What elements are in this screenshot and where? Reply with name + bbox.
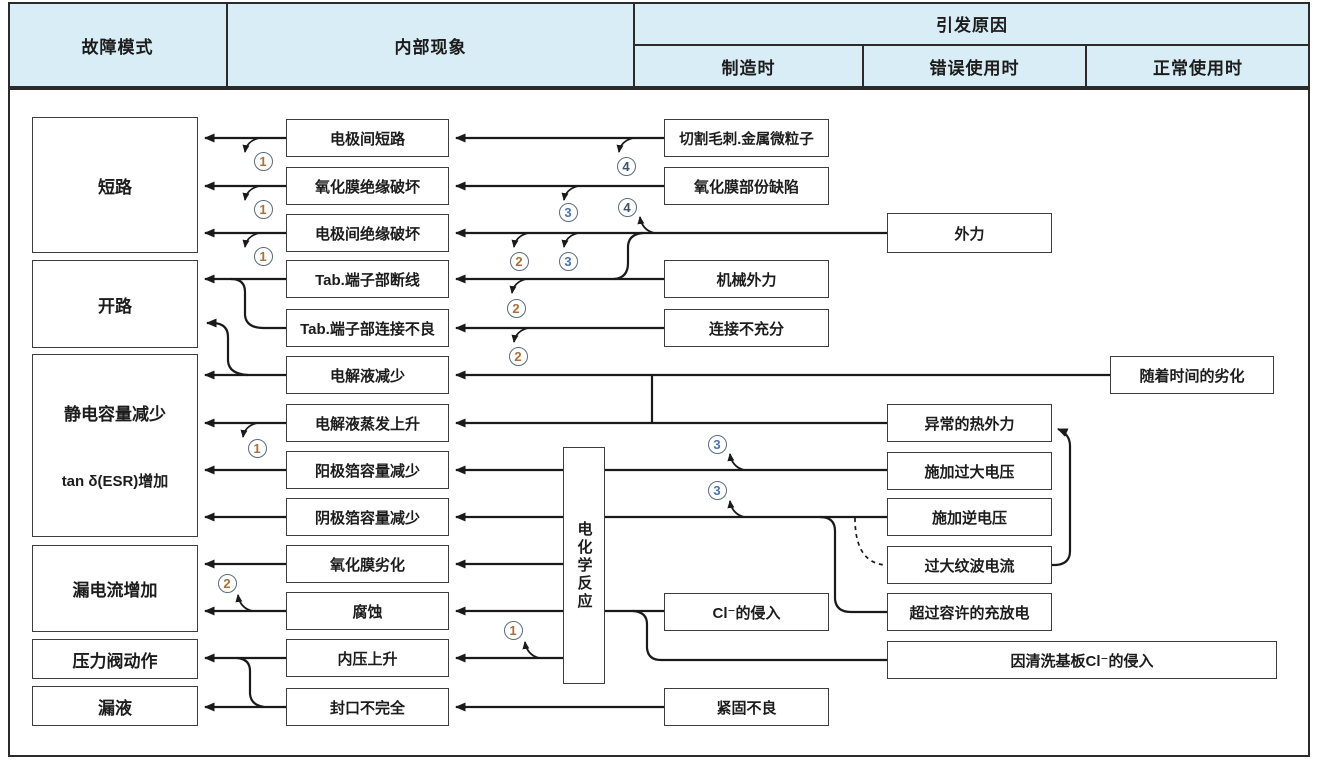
box-overvoltage: 施加过大电压 (887, 452, 1052, 490)
box-internal-pressure-rise: 内压上升 (286, 639, 449, 677)
marker-3: 3 (707, 434, 727, 454)
marker-1: 1 (253, 151, 273, 171)
box-electrolyte-evaporation: 电解液蒸发上升 (286, 404, 449, 442)
box-excess-ripple: 过大纹波电流 (887, 546, 1052, 584)
marker-4: 4 (616, 156, 636, 176)
marker-4: 4 (617, 197, 637, 217)
header-when-misuse: 错误使用时 (863, 45, 1086, 88)
box-insufficient-connection: 连接不充分 (664, 309, 829, 347)
label-capacitance-decrease: 静电容量减少 (64, 405, 166, 424)
box-short-circuit: 短路 (32, 117, 198, 253)
box-board-cleaning-cl: 因清洗基板Cl⁻的侵入 (887, 641, 1277, 679)
box-capacitance-decrease: 静电容量减少 tan δ(ESR)增加 (32, 354, 198, 537)
marker-2: 2 (506, 298, 526, 318)
marker-2: 2 (217, 573, 237, 593)
box-oxide-insulation-break: 氧化膜绝缘破坏 (286, 167, 449, 205)
box-electrochemical-reaction: 电化学反应 (563, 447, 605, 684)
marker-2: 2 (508, 346, 528, 366)
marker-2: 2 (509, 251, 529, 271)
header-fault-mode: 故障模式 (8, 2, 227, 88)
box-oxide-partial-defect: 氧化膜部份缺陷 (664, 167, 829, 205)
box-cl-invasion: Cl⁻的侵入 (664, 593, 829, 631)
box-cutting-burr: 切割毛刺.金属微粒子 (664, 119, 829, 157)
box-electrolyte-decrease: 电解液减少 (286, 356, 449, 394)
box-cathode-foil-capacity: 阴极箔容量减少 (286, 498, 449, 536)
box-seal-incomplete: 封口不完全 (286, 688, 449, 726)
marker-3: 3 (558, 251, 578, 271)
box-pressure-valve: 压力阀动作 (32, 639, 198, 679)
box-tab-bad-connection: Tab.端子部连接不良 (286, 309, 449, 347)
marker-1: 1 (253, 199, 273, 219)
box-electrode-short: 电极间短路 (286, 119, 449, 157)
box-mechanical-force: 机械外力 (664, 260, 829, 298)
box-corrosion: 腐蚀 (286, 592, 449, 630)
box-anode-foil-capacity: 阳极箔容量减少 (286, 451, 449, 489)
box-time-degradation: 随着时间的劣化 (1110, 356, 1274, 394)
box-electrode-insulation-break: 电极间绝缘破坏 (286, 214, 449, 252)
header-trigger-cause: 引发原因 (634, 2, 1310, 45)
header-internal-phenomenon: 内部现象 (227, 2, 634, 88)
box-oxide-degradation: 氧化膜劣化 (286, 545, 449, 583)
box-abnormal-heat: 异常的热外力 (887, 404, 1052, 442)
marker-1: 1 (253, 246, 273, 266)
box-open-circuit: 开路 (32, 260, 198, 348)
marker-1: 1 (503, 620, 523, 640)
box-liquid-leak: 漏液 (32, 686, 198, 726)
box-leakage-current: 漏电流增加 (32, 545, 198, 632)
box-external-force: 外力 (887, 213, 1052, 253)
box-reverse-voltage: 施加逆电压 (887, 498, 1052, 536)
box-over-charge-discharge: 超过容许的充放电 (887, 593, 1052, 631)
marker-3: 3 (707, 480, 727, 500)
marker-1: 1 (247, 438, 267, 458)
header-when-normal-use: 正常使用时 (1086, 45, 1310, 88)
header-when-manufacturing: 制造时 (634, 45, 863, 88)
marker-3: 3 (558, 202, 578, 222)
label-esr-increase: tan δ(ESR)增加 (61, 473, 169, 490)
box-bad-tightening: 紧固不良 (664, 688, 829, 726)
box-tab-wire-break: Tab.端子部断线 (286, 260, 449, 298)
